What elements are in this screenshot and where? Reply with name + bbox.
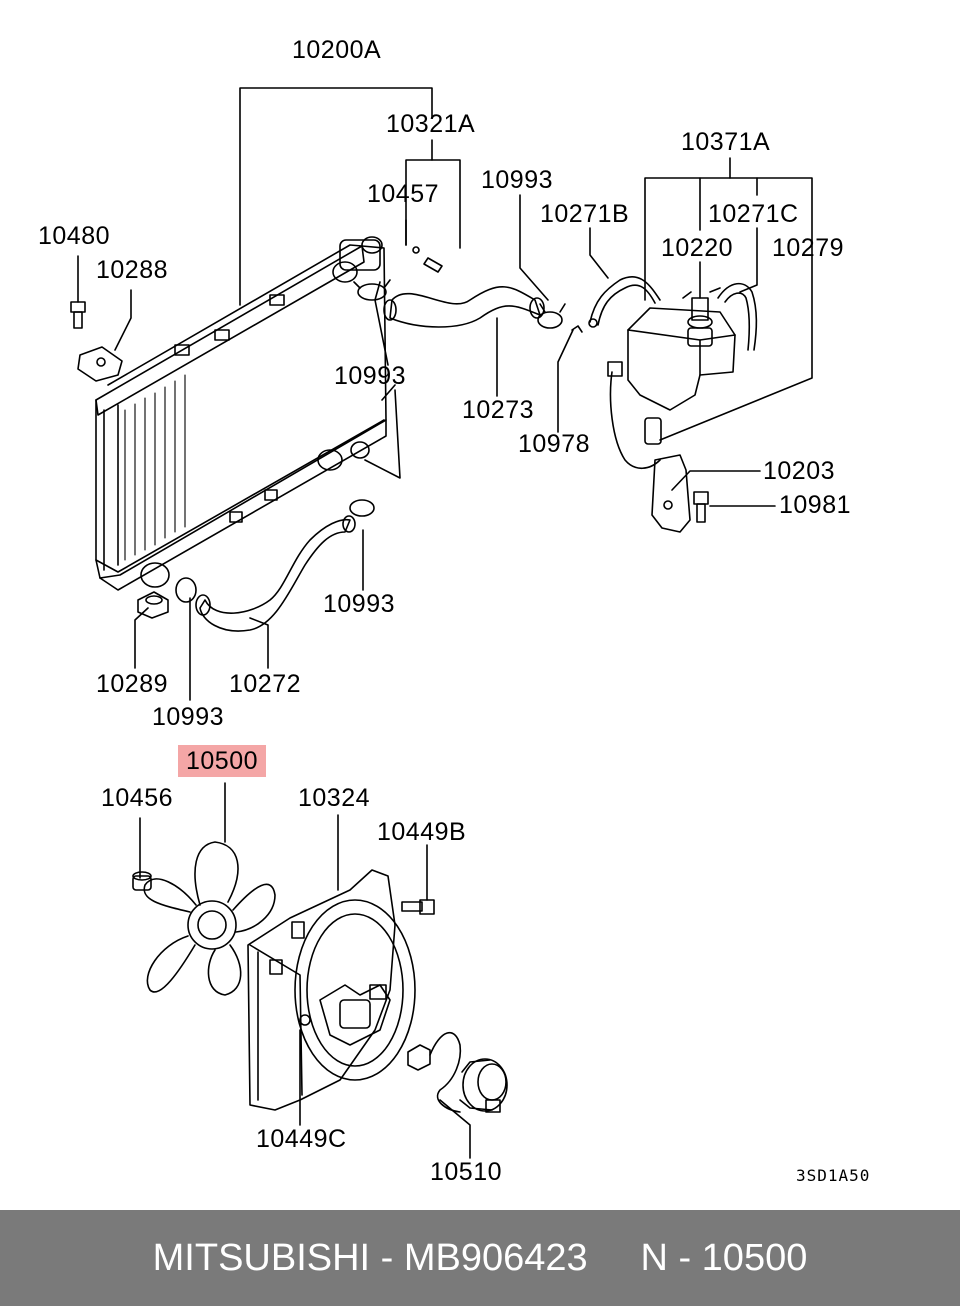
label-10220: 10220 [661, 234, 734, 262]
diagram-drawing [0, 0, 960, 1210]
upper-hose [384, 287, 565, 328]
label-10993-bottom: 10993 [152, 703, 225, 731]
label-10449B: 10449B [377, 818, 467, 846]
footer-bar: MITSUBISHI - MB906423 N - 10500 [0, 1210, 960, 1306]
leader-lines [78, 88, 812, 1158]
label-10993-top: 10993 [481, 166, 554, 194]
fan-motor [408, 1033, 507, 1112]
label-10371A: 10371A [681, 128, 771, 156]
label-10321A: 10321A [386, 110, 476, 138]
small-fittings [354, 247, 442, 300]
label-10288: 10288 [96, 256, 169, 284]
nut-10456 [133, 872, 151, 890]
lower-hose [138, 500, 374, 631]
label-10510: 10510 [430, 1158, 503, 1186]
label-10271B: 10271B [540, 200, 630, 228]
label-10324: 10324 [298, 784, 371, 812]
label-10289: 10289 [96, 670, 169, 698]
label-10457: 10457 [367, 180, 440, 208]
fan-shroud [248, 870, 434, 1110]
diagram-code: 3SD1A50 [796, 1166, 871, 1185]
label-10993-low: 10993 [323, 590, 396, 618]
label-10978: 10978 [518, 430, 591, 458]
label-10273: 10273 [462, 396, 535, 424]
label-10981: 10981 [779, 491, 852, 519]
reservoir-tank [608, 308, 735, 532]
bolt-10480-bracket-10288 [71, 302, 122, 381]
label-10993-mid: 10993 [334, 362, 407, 390]
label-10456: 10456 [101, 784, 174, 812]
parts-diagram: 10200A 10321A 10457 10993 10271B 10371A … [0, 0, 960, 1210]
label-10200A: 10200A [292, 36, 382, 64]
label-10203: 10203 [763, 457, 836, 485]
label-10272: 10272 [229, 670, 302, 698]
label-10279: 10279 [772, 234, 845, 262]
fan-blade [144, 842, 275, 995]
reservoir-hoses [572, 277, 756, 350]
label-10500-highlighted: 10500 [178, 745, 267, 777]
label-10480: 10480 [38, 222, 111, 250]
label-10271C: 10271C [708, 200, 799, 228]
label-10449C: 10449C [256, 1125, 347, 1153]
footer-part-info: MITSUBISHI - MB906423 N - 10500 [152, 1237, 808, 1279]
radiator [96, 237, 386, 590]
